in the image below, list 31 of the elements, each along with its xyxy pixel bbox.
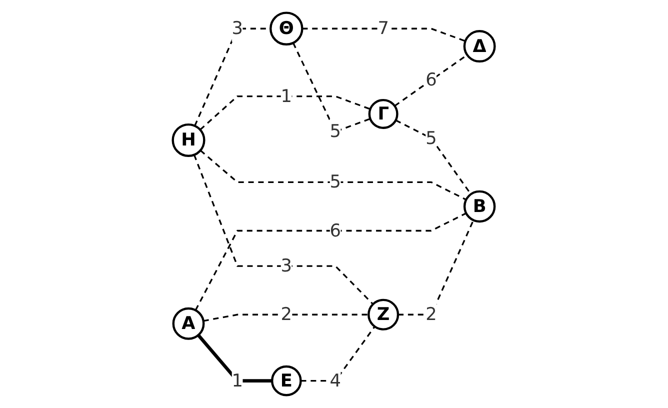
node-circle: Δ	[464, 30, 496, 62]
connector	[200, 150, 467, 200]
connector	[200, 95, 371, 130]
edge-label: 5	[426, 127, 438, 148]
edge-label: 3	[281, 255, 292, 276]
connector	[195, 212, 467, 311]
node-circle: Β	[464, 190, 496, 223]
node-circle: Θ	[270, 12, 304, 46]
edge-label: 2	[281, 304, 292, 325]
edge-label: 4	[330, 370, 342, 391]
connector	[292, 42, 371, 133]
edge-label: 1	[232, 370, 244, 391]
node-circle: Ζ	[368, 298, 400, 330]
edge-label: 3	[232, 18, 244, 39]
connector	[300, 326, 376, 382]
connector	[302, 28, 466, 42]
edge-label: 1	[281, 85, 292, 106]
node-circle: Ε	[271, 365, 302, 396]
connector	[203, 314, 369, 322]
edge-label: 6	[426, 69, 438, 90]
edge-label: 7	[378, 18, 390, 39]
connector	[197, 334, 272, 382]
node-circle: Α	[172, 307, 205, 340]
edge-label: 5	[330, 120, 342, 142]
node-circle: Γ	[368, 98, 399, 129]
edge-label: 6	[330, 220, 342, 241]
edge-label: 2	[426, 304, 438, 325]
node-circle: Η	[172, 123, 206, 157]
connector	[194, 154, 374, 305]
edge-label: 5	[330, 171, 342, 192]
connector	[398, 220, 474, 316]
